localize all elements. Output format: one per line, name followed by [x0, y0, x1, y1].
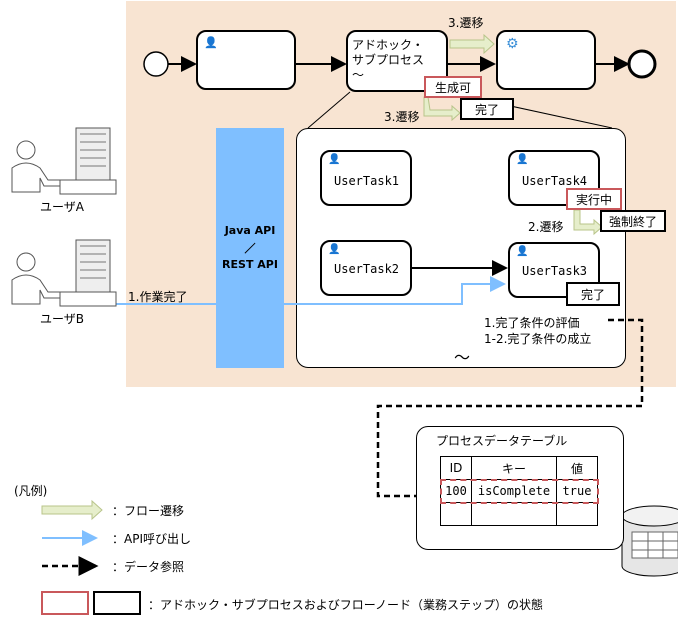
table-header-row: ID キー 値 [440, 456, 598, 480]
user-icon: 👤 [328, 244, 341, 255]
state-running: 実行中 [566, 188, 622, 210]
work-done-label: 1.作業完了 [128, 290, 188, 304]
user-a-label: ユーザA [40, 200, 84, 214]
service-task-top: ⚙ [496, 30, 596, 90]
user-icon: 👤 [328, 154, 341, 165]
eval-line-1: 1.完了条件の評価 [484, 316, 580, 330]
user-task-top: 👤 [196, 30, 296, 90]
eval-line-2: 1-2.完了条件の成立 [484, 332, 592, 346]
transition-label-mid: 3.遷移 [384, 110, 420, 124]
state-task3-done: 完了 [566, 282, 620, 306]
user-task-3-label: UserTask3 [522, 264, 588, 278]
transition-arrow-top [449, 33, 495, 55]
transition-arrow-mid [423, 96, 461, 122]
user-b-label: ユーザB [40, 312, 84, 326]
legend-flow: ：フロー遷移 [112, 504, 185, 518]
subprocess-tilde: ～ [454, 348, 471, 367]
user-a-icon [11, 127, 117, 195]
user-task-1-label: UserTask1 [334, 174, 400, 188]
api-bar [216, 128, 284, 368]
adhoc-label: アドホック・ サブプロセス ～ [352, 38, 425, 82]
table-cell: true [556, 479, 598, 503]
api-label-java: Java API [224, 224, 276, 237]
user-task-3: 👤 UserTask3 [508, 242, 600, 298]
legend-data-ref: ：データ参照 [112, 560, 185, 574]
user-task-2: 👤 UserTask2 [320, 240, 412, 296]
state-startable: 生成可 [424, 76, 482, 98]
user-task-2-label: UserTask2 [334, 262, 400, 276]
table-title: プロセスデータテーブル [436, 434, 568, 448]
table-header-cell: ID [440, 456, 472, 480]
database-icon [621, 505, 678, 577]
start-event [143, 51, 169, 77]
api-label-rest: REST API [222, 258, 278, 271]
table-row: 100 isComplete true [439, 478, 599, 504]
user-task-4-label: UserTask4 [522, 174, 588, 188]
legend-title: (凡例) [14, 484, 48, 498]
table-cell: isComplete [471, 479, 557, 503]
gear-icon: ⚙ [506, 36, 519, 52]
user-icon: 👤 [516, 246, 529, 257]
table-cell [556, 502, 598, 526]
legend-flow-sample [41, 499, 103, 521]
user-icon: 👤 [204, 36, 218, 49]
state-forced-end: 強制終了 [600, 210, 666, 232]
process-data-table: ID キー 値 100 isComplete true [439, 456, 599, 526]
table-header-cell: キー [471, 456, 557, 480]
transition-arrow-task4 [573, 209, 603, 236]
legend-api-call: ：API呼び出し [112, 532, 191, 546]
user-task-1: 👤 UserTask1 [320, 150, 412, 206]
table-row [440, 502, 598, 526]
user-b-icon [11, 239, 117, 307]
transition-label-task4: 2.遷移 [528, 220, 564, 234]
table-cell [440, 502, 472, 526]
user-task-4: 👤 UserTask4 [508, 150, 600, 206]
table-cell [471, 502, 557, 526]
user-icon: 👤 [516, 154, 529, 165]
api-label-slash: ／ [244, 242, 256, 255]
table-header-cell: 値 [556, 456, 598, 480]
table-cell: 100 [440, 479, 472, 503]
end-event [627, 49, 657, 79]
transition-label-top: 3.遷移 [448, 16, 484, 30]
legend-state: ：アドホック・サブプロセスおよびフローノード（業務ステップ）の状態 [148, 598, 544, 612]
state-adhoc-done: 完了 [460, 98, 514, 120]
